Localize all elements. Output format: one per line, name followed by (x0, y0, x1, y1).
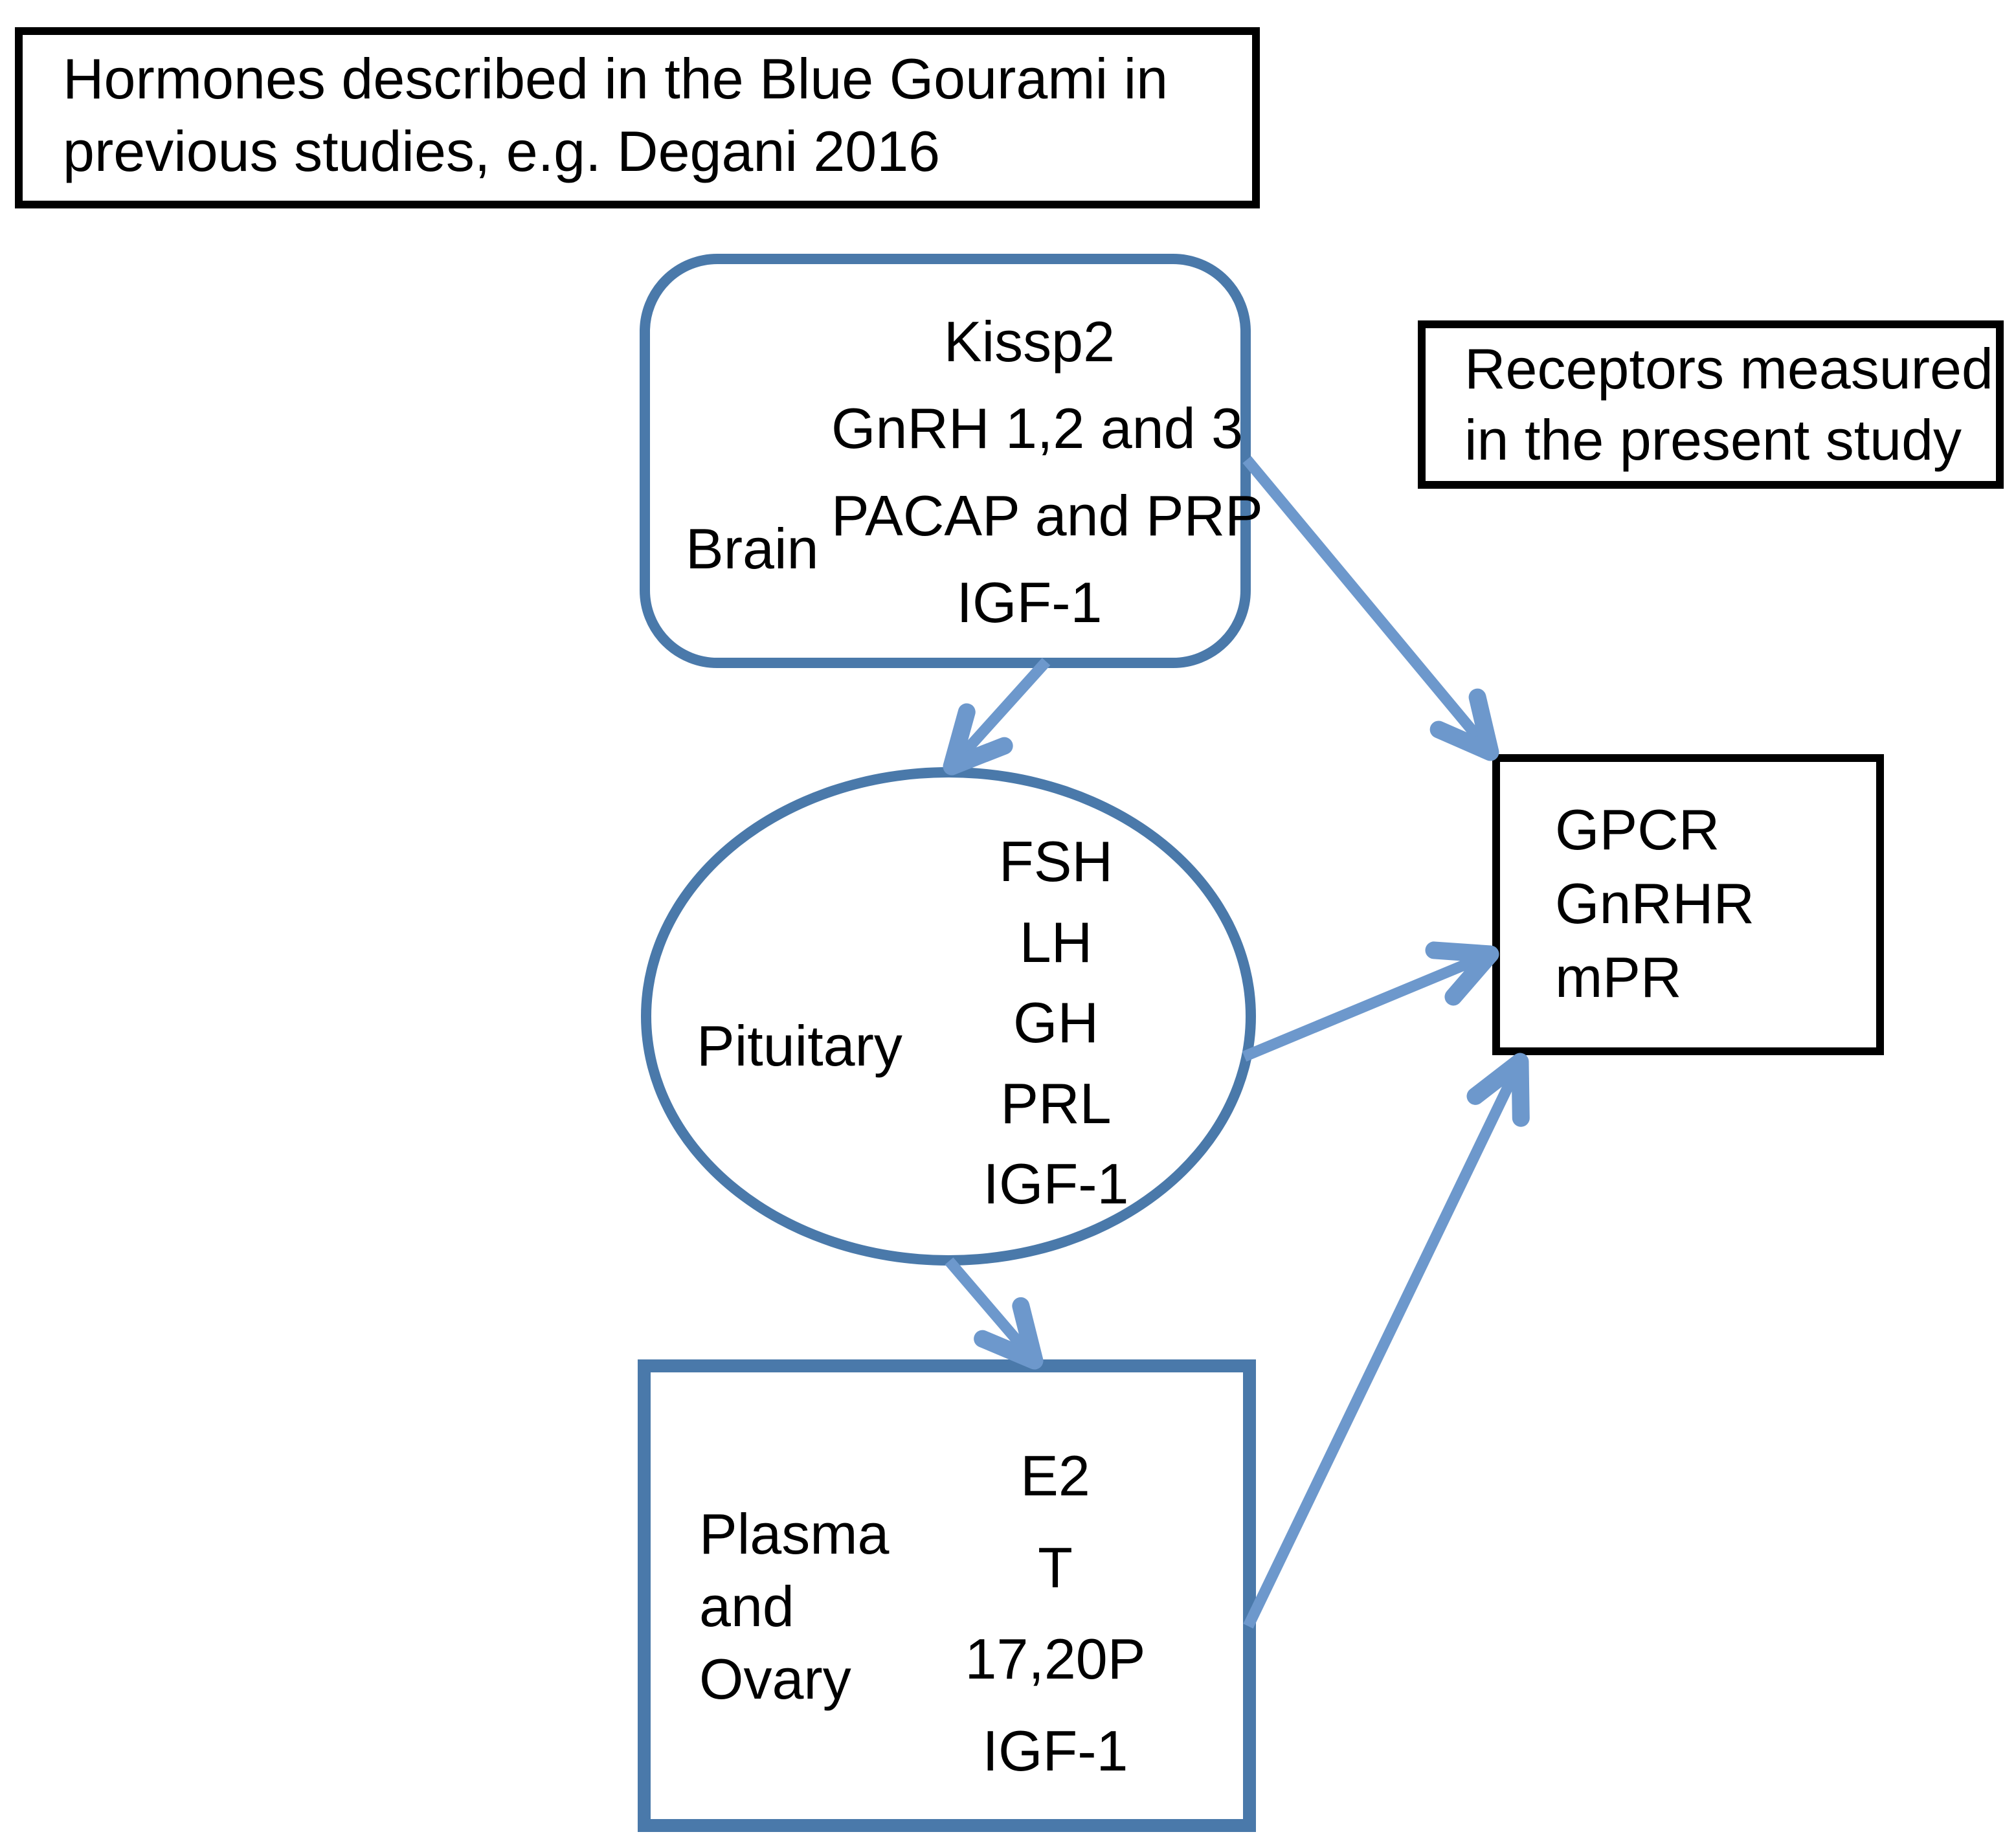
plasma-ovary-label-line-2: and (699, 1574, 794, 1638)
pituitary-hormone-gh: GH (1013, 990, 1099, 1055)
plasma-ovary-label-line-1: Plasma (699, 1502, 890, 1566)
brain-hormone-pacap-prp: PACAP and PRP (831, 483, 1263, 548)
brain-node: Brain Kissp2 GnRH 1,2 and 3 PACAP and PR… (640, 254, 1263, 668)
receptors-node: GPCR GnRHR mPR (1492, 754, 1884, 1055)
pituitary-hormone-lh: LH (1019, 910, 1093, 974)
brain-label: Brain (686, 517, 819, 581)
pituitary-hormone-fsh: FSH (999, 829, 1113, 893)
brain-hormone-gnrh: GnRH 1,2 and 3 (831, 396, 1243, 461)
arrow-plasma-ovary-to-receptors (1243, 1053, 1530, 1629)
plasma-ovary-node: Plasma and Ovary E2 T 17,20P IGF-1 (638, 1359, 1256, 1832)
receptor-gnrhr: GnRHR (1555, 871, 1755, 935)
arrow-pituitary-to-plasma-ovary (945, 1257, 1044, 1370)
plasma-hormone-e2: E2 (1020, 1444, 1090, 1508)
legend-receptors-box: Receptors measured in the present study (1418, 320, 2004, 489)
plasma-ovary-label-line-3: Ovary (699, 1647, 851, 1711)
brain-hormone-igf1: IGF-1 (956, 570, 1103, 634)
arrow-pituitary-to-receptors (1242, 941, 1499, 1062)
legend-previous-line-2: previous studies, e.g. Degani 2016 (63, 119, 941, 183)
brain-hormone-kissp2: Kissp2 (943, 309, 1115, 374)
pituitary-hormone-igf1: IGF-1 (983, 1152, 1129, 1216)
arrow-brain-to-pituitary (943, 658, 1051, 776)
plasma-hormone-t: T (1038, 1535, 1073, 1600)
pituitary-hormone-prl: PRL (1000, 1071, 1112, 1135)
pituitary-label: Pituitary (697, 1014, 902, 1078)
plasma-hormone-igf1: IGF-1 (982, 1718, 1128, 1783)
legend-previous-studies-box: Hormones described in the Blue Gourami i… (15, 27, 1260, 208)
receptor-mpr: mPR (1555, 945, 1682, 1009)
receptor-gpcr: GPCR (1555, 798, 1720, 862)
legend-previous-line-1: Hormones described in the Blue Gourami i… (63, 47, 1169, 111)
legend-receptors-line-1: Receptors measured (1464, 337, 1993, 401)
arrow-brain-to-receptors (1242, 456, 1499, 761)
pituitary-node: Pituitary FSH LH GH PRL IGF-1 (641, 767, 1256, 1266)
plasma-hormone-1720p: 17,20P (965, 1627, 1146, 1692)
legend-receptors-line-2: in the present study (1464, 408, 1962, 472)
